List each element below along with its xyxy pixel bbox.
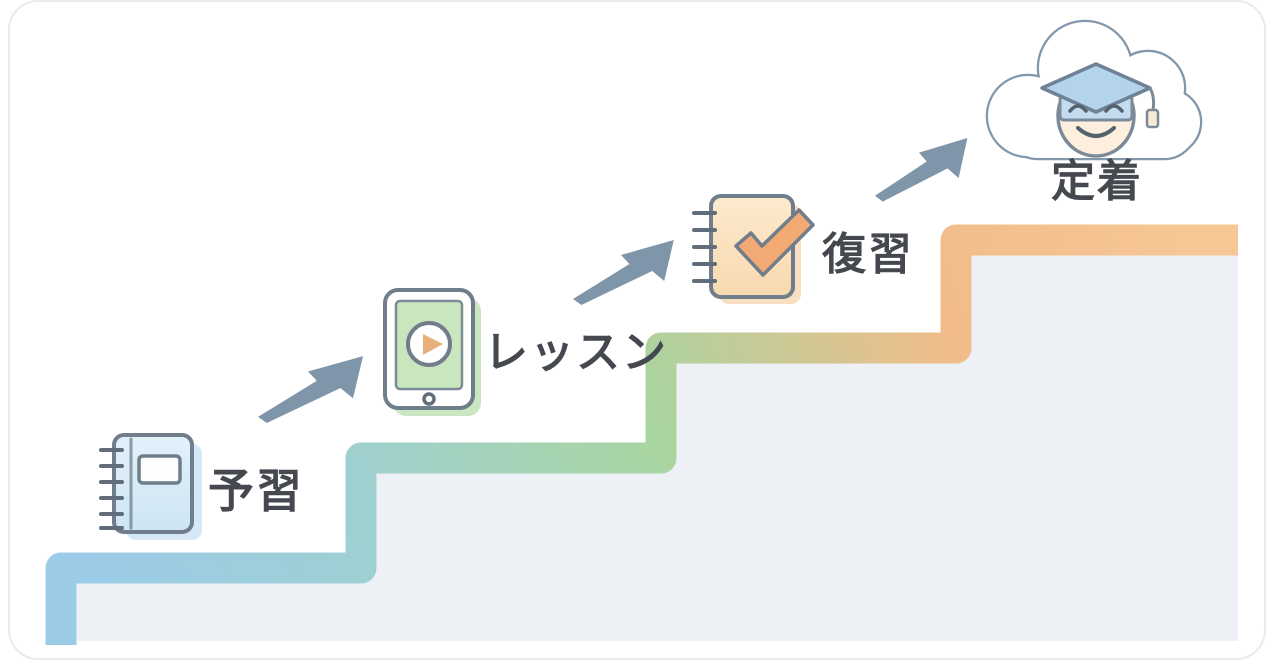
step-label-fukushu: 復習 [822, 230, 914, 279]
graduate-cloud-icon [985, 19, 1203, 161]
notebook-icon [99, 433, 202, 540]
step-label-lesson: レッスン [484, 328, 668, 377]
graduation-cap-icon [1040, 62, 1152, 114]
checklist-icon [692, 194, 815, 304]
staircase-band [45, 224, 1238, 645]
tablet-video-icon [383, 288, 481, 416]
arrow-icon [258, 356, 363, 424]
arrow-icon [573, 240, 674, 305]
step-label-yoshu: 予習 [208, 465, 304, 517]
checkmark-icon [734, 208, 815, 277]
arrow-icon [875, 137, 968, 202]
step-label-teichaku: 定着 [1051, 157, 1143, 206]
staircase-interior [61, 240, 1238, 641]
